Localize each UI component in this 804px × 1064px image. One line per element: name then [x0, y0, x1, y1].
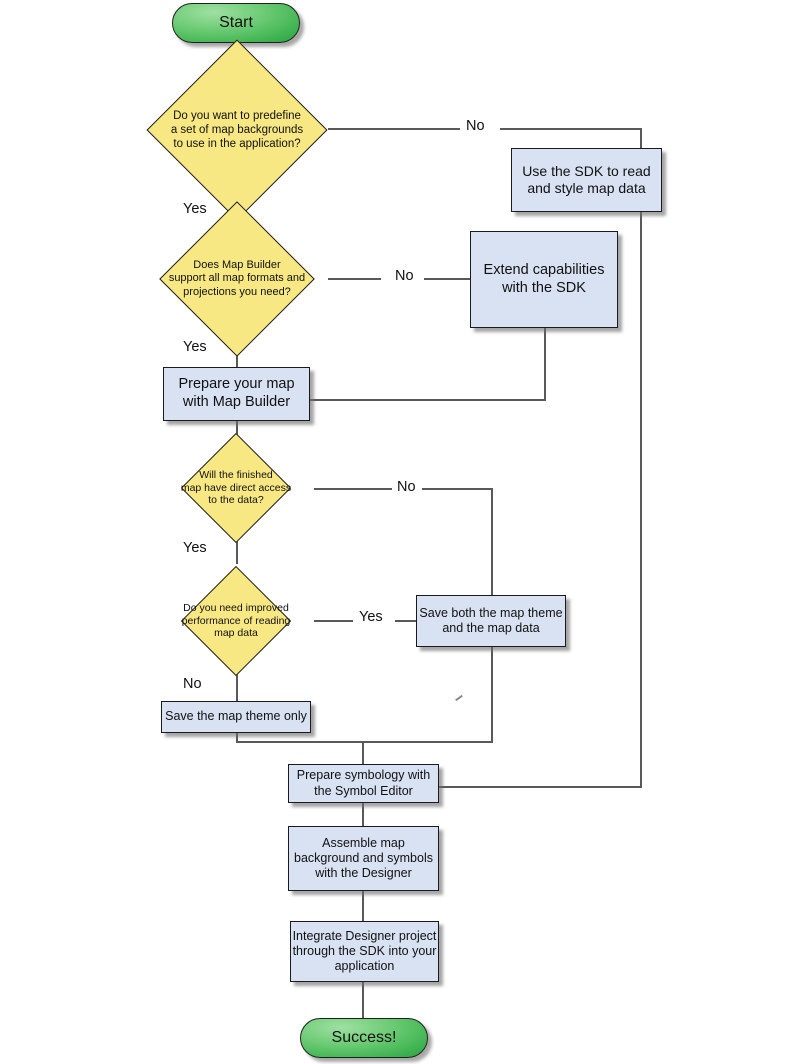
node-prepare-symbology[interactable]: Prepare symbology with the Symbol Editor: [288, 764, 439, 803]
connector-decision2-no-horizontal-2: [424, 278, 471, 280]
connector-decision1-no-horizontal: [328, 128, 460, 130]
connector-decision4-no-vertical: [236, 660, 238, 702]
node-save-both-label: Save both the map theme and the map data: [419, 605, 563, 635]
node-assemble-label: Assemble map background and symbols with…: [294, 835, 433, 881]
connector-integrate-to-success: [362, 982, 364, 1019]
node-save-theme-only[interactable]: Save the map theme only: [161, 701, 311, 733]
connector-decision3-no-horizontal-2: [422, 488, 493, 490]
node-extend-capabilities-sdk[interactable]: Extend capabilities with the SDK: [470, 231, 618, 328]
node-decision-improved-performance[interactable]: Do you need improved performance of read…: [180, 565, 292, 681]
node-decision-direct-access-data[interactable]: Will the finished map have direct access…: [181, 432, 291, 548]
node-use-sdk-read-style[interactable]: Use the SDK to read and style map data: [511, 148, 662, 212]
connector-junction-to-symbology: [362, 741, 364, 764]
decision2-shape: [159, 201, 315, 357]
edge-label-decision3-yes: Yes: [183, 540, 207, 556]
connector-extend-to-prepare-vertical: [544, 328, 546, 401]
node-start[interactable]: Start: [172, 3, 300, 43]
connector-right-rail-to-symbology: [438, 786, 642, 788]
node-success-label: Success!: [331, 1029, 397, 1047]
connector-extend-to-prepare-horizontal: [310, 399, 546, 401]
connector-symbology-to-assemble: [362, 803, 364, 826]
connector-decision3-yes-vertical: [236, 527, 238, 564]
node-prepare-map-with-map-builder[interactable]: Prepare your map with Map Builder: [163, 367, 310, 421]
edge-label-decision3-no: No: [397, 479, 416, 495]
node-save-theme-only-label: Save the map theme only: [165, 709, 307, 724]
decision4-shape: [180, 565, 292, 677]
node-assemble-map-background-symbols[interactable]: Assemble map background and symbols with…: [288, 826, 439, 891]
edge-label-decision1-no: No: [466, 118, 485, 134]
edge-label-decision2-no: No: [395, 268, 414, 284]
node-decision-map-builder-support[interactable]: Does Map Builder support all map formats…: [159, 201, 315, 362]
edge-label-decision2-yes: Yes: [183, 339, 207, 355]
connector-assemble-to-integrate: [362, 891, 364, 921]
decision1-shape: [146, 39, 328, 221]
connector-decision1-no-horizontal-2: [500, 128, 642, 130]
decision3-shape: [180, 432, 292, 544]
node-extend-label: Extend capabilities with the SDK: [483, 261, 605, 296]
node-prepare-map-label: Prepare your map with Map Builder: [178, 376, 295, 410]
edge-label-decision4-no: No: [183, 676, 202, 692]
edge-label-decision1-yes: Yes: [183, 201, 207, 217]
node-save-both-theme-and-data[interactable]: Save both the map theme and the map data: [416, 595, 566, 647]
connector-decision4-yes-horizontal: [314, 620, 353, 622]
node-decision-predefine-backgrounds[interactable]: Do you want to predefine a set of map ba…: [146, 39, 328, 225]
node-success[interactable]: Success!: [300, 1018, 428, 1058]
edge-label-decision4-yes: Yes: [359, 609, 383, 625]
stray-tick-artifact: [455, 694, 463, 702]
connector-savetheme-down: [236, 733, 238, 742]
connector-decision3-no-horizontal: [314, 488, 392, 490]
node-integrate-label: Integrate Designer project through the S…: [292, 928, 437, 974]
connector-decision1-no-vertical: [640, 128, 642, 787]
connector-savetheme-to-symbology-horizontal: [236, 741, 493, 743]
connector-decision2-no-horizontal: [328, 278, 381, 280]
node-integrate-designer-project[interactable]: Integrate Designer project through the S…: [290, 921, 439, 982]
node-use-sdk-label: Use the SDK to read and style map data: [522, 162, 651, 196]
node-start-label: Start: [219, 14, 253, 32]
connector-decision4-yes-horizontal-2: [395, 620, 417, 622]
node-prepare-symbology-label: Prepare symbology with the Symbol Editor: [296, 768, 431, 798]
